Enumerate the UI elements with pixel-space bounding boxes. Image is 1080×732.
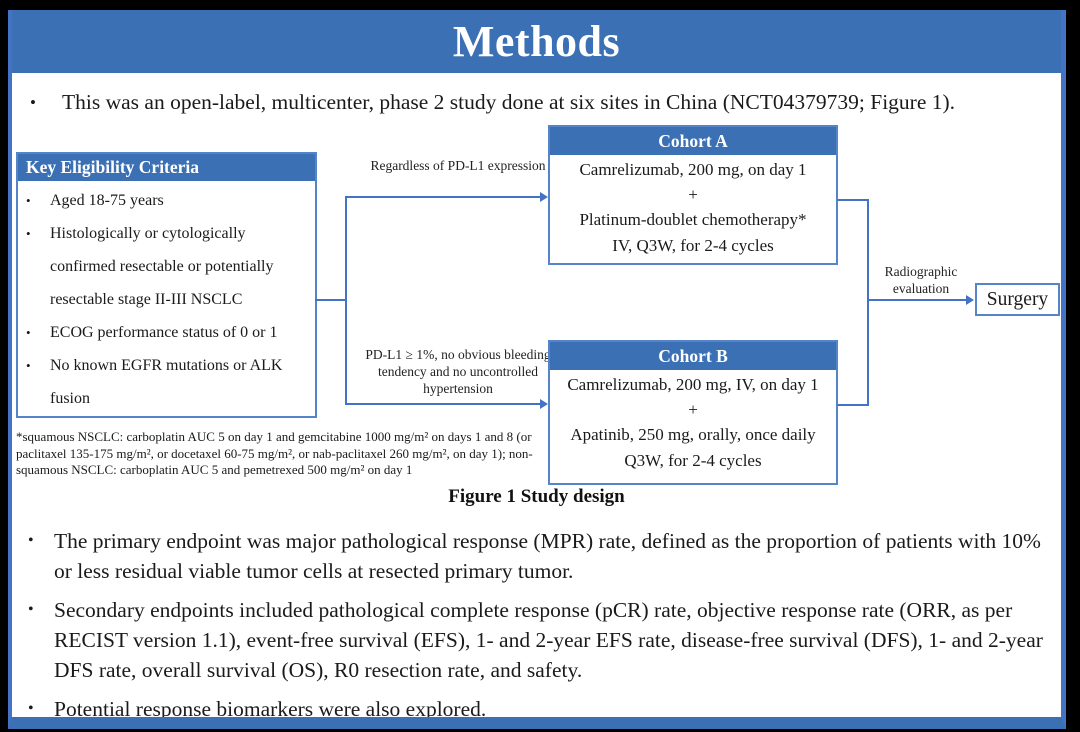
chemotherapy-footnote: *squamous NSCLC: carboplatin AUC 5 on da… bbox=[16, 429, 533, 477]
bullet-marker: • bbox=[26, 193, 31, 208]
biomarkers-bullet: • Potential response biomarkers were als… bbox=[28, 694, 1050, 717]
figure-caption: Figure 1 Study design bbox=[448, 486, 625, 507]
branch-label-cohort-a: Regardless of PD-L1 expression bbox=[370, 158, 546, 173]
intro-bullet: • This was an open-label, multicenter, p… bbox=[30, 88, 1042, 117]
eligibility-item: • Histologically or cytologically confir… bbox=[26, 217, 311, 316]
bullet-marker: • bbox=[26, 325, 31, 340]
eligibility-box: Key Eligibility Criteria • Aged 18-75 ye… bbox=[16, 152, 317, 418]
arrowhead-to-surgery bbox=[966, 295, 974, 305]
bullet-marker: • bbox=[26, 358, 31, 373]
slide: Methods • This was an open-label, multic… bbox=[8, 10, 1066, 729]
eligibility-item: • ECOG performance status of 0 or 1 bbox=[26, 316, 311, 349]
endpoint-primary-bullet: • The primary endpoint was major patholo… bbox=[28, 526, 1050, 586]
connector-line bbox=[837, 404, 869, 406]
connector-line bbox=[345, 403, 541, 405]
cohort-b-title: Cohort B bbox=[550, 342, 836, 370]
cohort-b-box: Cohort B Camrelizumab, 200 mg, IV, on da… bbox=[548, 340, 838, 485]
connector-line bbox=[345, 196, 541, 198]
cohort-a-body: Camrelizumab, 200 mg, on day 1 + Platinu… bbox=[579, 160, 807, 255]
connector-line bbox=[345, 196, 347, 405]
eligibility-item: • Aged 18-75 years bbox=[26, 184, 311, 217]
endpoint-secondary-bullet: • Secondary endpoints included pathologi… bbox=[28, 595, 1050, 685]
arrowhead-to-cohort-a bbox=[540, 192, 548, 202]
page-title: Methods bbox=[452, 16, 621, 66]
surgery-box: Surgery bbox=[975, 283, 1060, 316]
connector-line bbox=[867, 199, 869, 406]
connector-line bbox=[867, 299, 967, 301]
eligibility-item: • No known EGFR mutations or ALK fusion bbox=[26, 349, 311, 415]
bullet-marker: • bbox=[28, 700, 34, 717]
intro-bullet-text: This was an open-label, multicenter, pha… bbox=[62, 90, 956, 114]
connector-line bbox=[837, 199, 869, 201]
bullet-marker: • bbox=[30, 93, 36, 112]
evaluation-label: Radiographic evaluation bbox=[884, 264, 958, 296]
arrowhead-to-cohort-b bbox=[540, 399, 548, 409]
bullet-marker: • bbox=[28, 601, 34, 618]
eligibility-box-body: • Aged 18-75 years • Histologically or c… bbox=[18, 181, 315, 415]
bullet-marker: • bbox=[28, 532, 34, 549]
bullet-marker: • bbox=[26, 226, 31, 241]
cohort-a-title: Cohort A bbox=[550, 127, 836, 155]
eligibility-box-title: Key Eligibility Criteria bbox=[18, 154, 315, 181]
cohort-a-box: Cohort A Camrelizumab, 200 mg, on day 1 … bbox=[548, 125, 838, 265]
surgery-label: Surgery bbox=[986, 288, 1049, 310]
branch-label-cohort-b: PD-L1 ≥ 1%, no obvious bleeding tendency… bbox=[365, 347, 551, 396]
cohort-b-body: Camrelizumab, 200 mg, IV, on day 1 + Apa… bbox=[567, 375, 819, 470]
title-banner: Methods bbox=[12, 10, 1061, 73]
connector-line bbox=[315, 299, 347, 301]
